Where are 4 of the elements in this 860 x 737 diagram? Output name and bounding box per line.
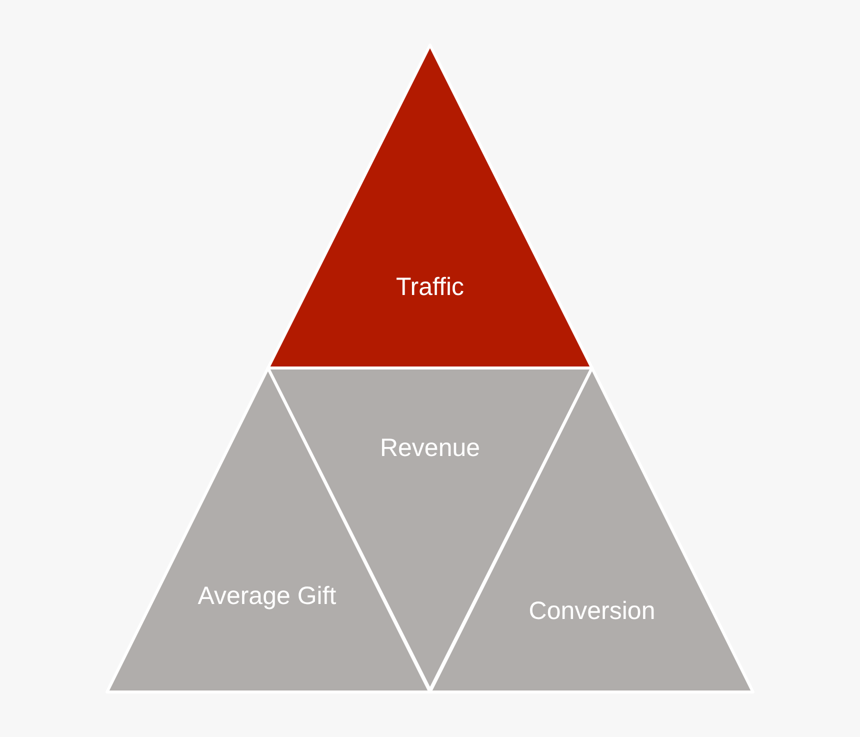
segment-label: Average Gift xyxy=(197,581,337,612)
segment-label: Conversion xyxy=(528,596,656,627)
segment-label: Revenue xyxy=(378,433,482,464)
segment-label: Traffic xyxy=(394,272,466,303)
